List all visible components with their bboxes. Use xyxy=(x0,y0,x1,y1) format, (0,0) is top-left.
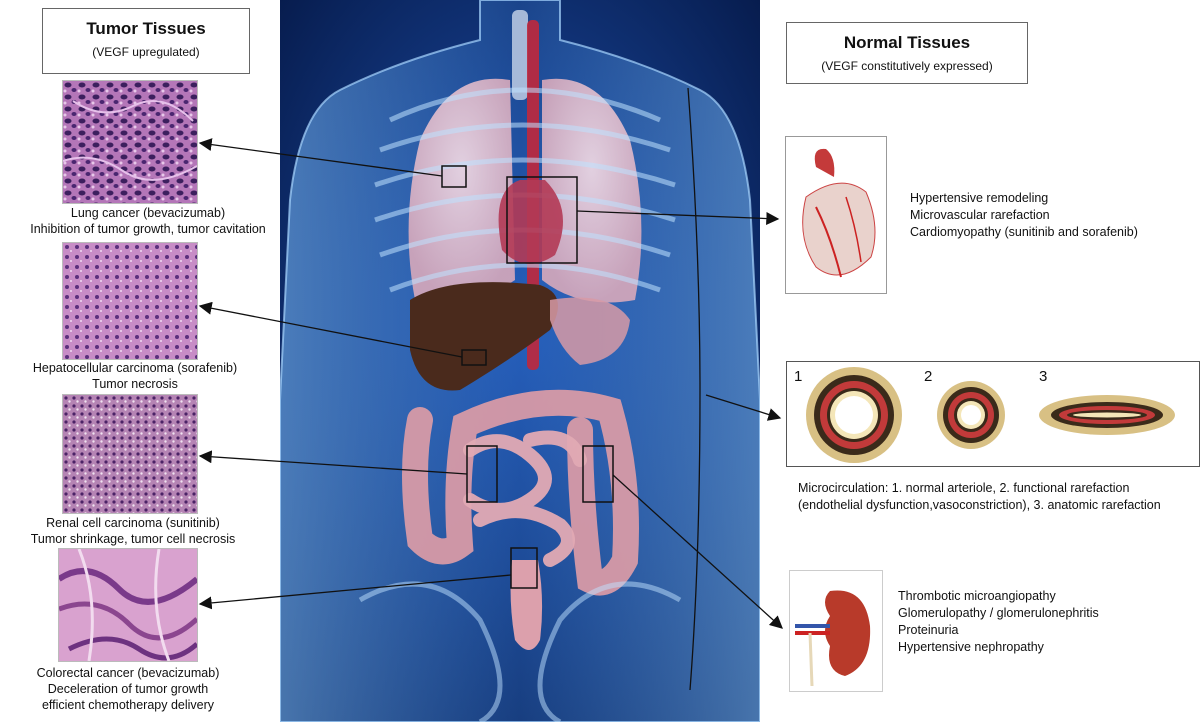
arrow-colon xyxy=(200,575,511,604)
heart-effect-3: Cardiomyopathy (sunitinib and sorafenib) xyxy=(910,224,1200,241)
arrow-kidney-tumor xyxy=(200,456,467,474)
kidney-effect-3: Proteinuria xyxy=(898,622,1188,639)
arteriole-rings-graphic xyxy=(787,362,1199,466)
kidney-effect-2: Glomerulopathy / glomerulonephritis xyxy=(898,605,1188,622)
anatomic-rarefaction-ring xyxy=(1039,395,1175,435)
arrow-liver xyxy=(200,306,462,357)
heart-graphic xyxy=(786,137,886,293)
microcirculation-panel: 1 2 3 xyxy=(786,361,1200,467)
functional-rarefaction-ring xyxy=(937,381,1005,449)
kidney-effect-1: Thrombotic microangiopathy xyxy=(898,588,1188,605)
kidney-graphic xyxy=(790,571,882,691)
kidney-image-panel xyxy=(789,570,883,692)
kidney-effects: Thrombotic microangiopathy Glomerulopath… xyxy=(898,588,1188,656)
arrow-microcirculation xyxy=(706,395,780,418)
normal-arteriole-ring xyxy=(806,367,902,463)
normal-tissues-subtitle: (VEGF constitutively expressed) xyxy=(787,59,1027,73)
normal-tissues-title: Normal Tissues xyxy=(787,33,1027,53)
arrow-lung xyxy=(200,143,442,176)
microcirculation-caption-1: Microcirculation: 1. normal arteriole, 2… xyxy=(798,480,1203,497)
arrow-heart xyxy=(577,211,778,219)
heart-image-panel xyxy=(785,136,887,294)
microcirculation-caption-2: (endothelial dysfunction,vasoconstrictio… xyxy=(798,497,1203,514)
heart-effects: Hypertensive remodeling Microvascular ra… xyxy=(910,190,1200,241)
kidney-effect-4: Hypertensive nephropathy xyxy=(898,639,1188,656)
normal-tissues-header: Normal Tissues (VEGF constitutively expr… xyxy=(786,22,1028,84)
heart-effect-2: Microvascular rarefaction xyxy=(910,207,1200,224)
heart-effect-1: Hypertensive remodeling xyxy=(910,190,1200,207)
microcirculation-caption: Microcirculation: 1. normal arteriole, 2… xyxy=(798,480,1203,514)
normal-tissue-brace xyxy=(688,88,700,690)
